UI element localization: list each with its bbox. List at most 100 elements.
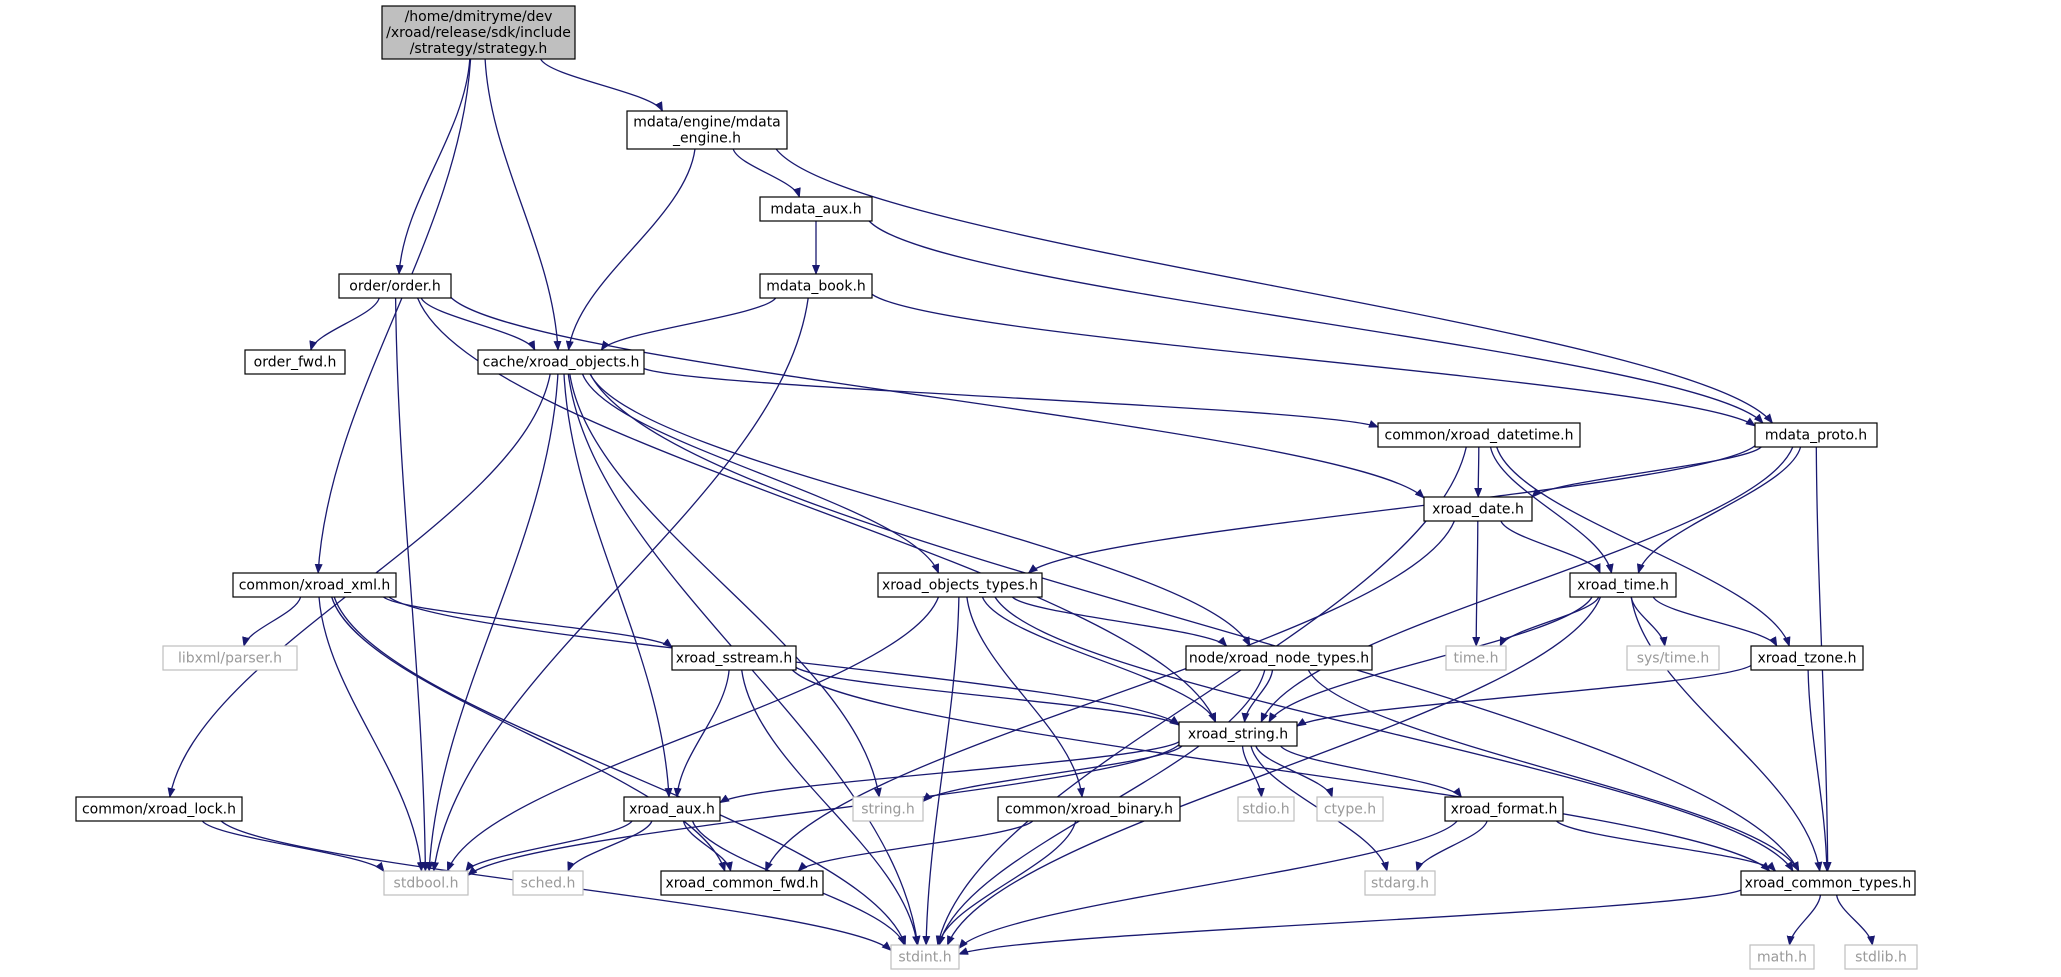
node-label-stdint: stdint.h [898,950,951,966]
node-xroad_date[interactable]: xroad_date.h [1423,496,1533,522]
edge-strategy-to-xroad_objects [484,58,562,351]
node-box-tzone [1750,645,1864,671]
node-label-time_h: time.h [1454,651,1499,667]
node-label-xroad_string: xroad_string.h [1188,727,1288,743]
edge-xroad_time-to-common_types [1630,596,1823,872]
node-xroad_aux[interactable]: xroad_aux.h [623,796,721,822]
edge-xroad_xml-to-common_fwd [331,596,726,872]
node-mdata_book[interactable]: mdata_book.h [759,273,873,299]
node-label-mdata_book: mdata_book.h [766,279,866,295]
node-box-xroad_aux [623,796,721,822]
node-box-mdata_aux [759,196,873,222]
edge-mdata_proto-to-xroad_date [1531,446,1762,498]
node-label-tzone: xroad_tzone.h [1758,651,1857,667]
node-sstream[interactable]: xroad_sstream.h [671,645,797,671]
edge-xroad_string-to-string_h [922,745,1183,803]
node-label-ctype_h: ctype.h [1324,802,1376,818]
node-box-xroad_time [1569,572,1677,598]
node-order[interactable]: order/order.h [338,273,452,299]
node-mdata_aux[interactable]: mdata_aux.h [759,196,873,222]
edge-xroad_time-to-time_h [1499,596,1600,647]
node-box-string_h [852,796,924,822]
edge-objects_types-to-node_types [1011,596,1228,647]
edge-xroad_time-to-sys_time [1630,596,1668,647]
node-box-datetime [1377,422,1581,448]
node-label-objects_types: xroad_objects_types.h [882,578,1038,594]
node-label-math_h: math.h [1757,950,1807,966]
edge-xroad_aux-to-stdbool [465,820,633,872]
edge-xroad_lock-to-stdbool [201,820,385,873]
node-label-stdlib_h: stdlib.h [1855,950,1907,966]
node-box-libxml [162,645,298,671]
node-common_fwd[interactable]: xroad_common_fwd.h [660,870,824,896]
node-stdint: stdint.h [890,944,960,970]
node-box-xroad_objects [477,349,645,375]
node-label-string_h: string.h [861,802,915,818]
node-box-objects_types [877,572,1043,598]
edge-common_types-to-stdlib_h [1835,894,1875,946]
edge-sstream-to-xroad_string [795,666,1180,726]
edge-order-to-stdbool [394,297,430,872]
edge-mdata_book-to-xroad_objects [600,297,777,351]
node-xroad_time[interactable]: xroad_time.h [1569,572,1677,598]
node-mdata_engine[interactable]: mdata/engine/mdata_engine.h [626,110,788,150]
node-box-mdata_proto [1754,422,1878,448]
node-xroad_string[interactable]: xroad_string.h [1178,721,1298,747]
node-stdbool: stdbool.h [383,870,469,896]
edge-mdata_proto-to-objects_types [1027,445,1756,574]
node-label-order: order/order.h [349,279,440,295]
node-time_h: time.h [1445,645,1507,671]
node-box-format [1444,796,1564,822]
node-xroad_xml[interactable]: common/xroad_xml.h [232,572,397,598]
node-order_fwd[interactable]: order_fwd.h [244,349,346,375]
node-xroad_lock[interactable]: common/xroad_lock.h [75,796,243,822]
node-box-common_fwd [660,870,824,896]
node-common_types[interactable]: xroad_common_types.h [1740,870,1916,896]
node-format[interactable]: xroad_format.h [1444,796,1564,822]
node-box-sys_time [1626,645,1720,671]
node-box-sched [512,870,584,896]
node-sys_time: sys/time.h [1626,645,1720,671]
node-label-xroad_lock: common/xroad_lock.h [82,802,236,818]
node-label-common_fwd: xroad_common_fwd.h [665,876,818,892]
node-box-time_h [1445,645,1507,671]
node-stdlib_h: stdlib.h [1844,944,1918,970]
node-label-mdata_engine: _engine.h [672,131,741,147]
node-box-sstream [671,645,797,671]
edge-xroad_string-to-format [1280,745,1463,798]
edge-tzone-to-common_types [1807,669,1831,872]
node-label-strategy: /home/dmitryme/dev [405,9,553,25]
edge-strategy-to-xroad_xml [314,58,472,574]
node-objects_types[interactable]: xroad_objects_types.h [877,572,1043,598]
node-box-xroad_date [1423,496,1533,522]
node-label-strategy: /xroad/release/sdk/include [386,25,571,41]
node-label-libxml: libxml/parser.h [178,651,282,667]
edge-xroad_string-to-ctype_h [1255,745,1334,798]
node-label-common_types: xroad_common_types.h [1745,876,1912,892]
node-tzone[interactable]: xroad_tzone.h [1750,645,1864,671]
node-datetime[interactable]: common/xroad_datetime.h [1377,422,1581,448]
node-binary[interactable]: common/xroad_binary.h [997,796,1181,822]
edge-xroad_date-to-time_h [1472,520,1481,647]
node-mdata_proto[interactable]: mdata_proto.h [1754,422,1878,448]
edge-xroad_time-to-stdint [946,596,1602,946]
edge-format-to-stdarg [1415,820,1488,872]
node-label-xroad_xml: common/xroad_xml.h [239,578,391,594]
node-label-format: xroad_format.h [1451,802,1558,818]
node-box-xroad_lock [75,796,243,822]
node-xroad_objects[interactable]: cache/xroad_objects.h [477,349,645,375]
edge-mdata_aux-to-mdata_proto [868,220,1764,424]
node-box-stdlib_h [1844,944,1918,970]
node-box-stdbool [383,870,469,896]
node-box-strategy [381,5,576,60]
edge-objects_types-to-xroad_string [981,596,1217,723]
node-layer: /home/dmitryme/dev/xroad/release/sdk/inc… [75,5,1918,970]
node-strategy[interactable]: /home/dmitryme/dev/xroad/release/sdk/inc… [381,5,576,60]
node-node_types[interactable]: node/xroad_node_types.h [1185,645,1373,671]
node-label-node_types: node/xroad_node_types.h [1189,651,1369,667]
node-label-mdata_engine: mdata/engine/mdata [633,115,781,131]
edge-binary-to-common_fwd [797,820,1034,872]
node-box-stdio_h [1237,796,1295,822]
edge-strategy-to-order [395,58,471,275]
